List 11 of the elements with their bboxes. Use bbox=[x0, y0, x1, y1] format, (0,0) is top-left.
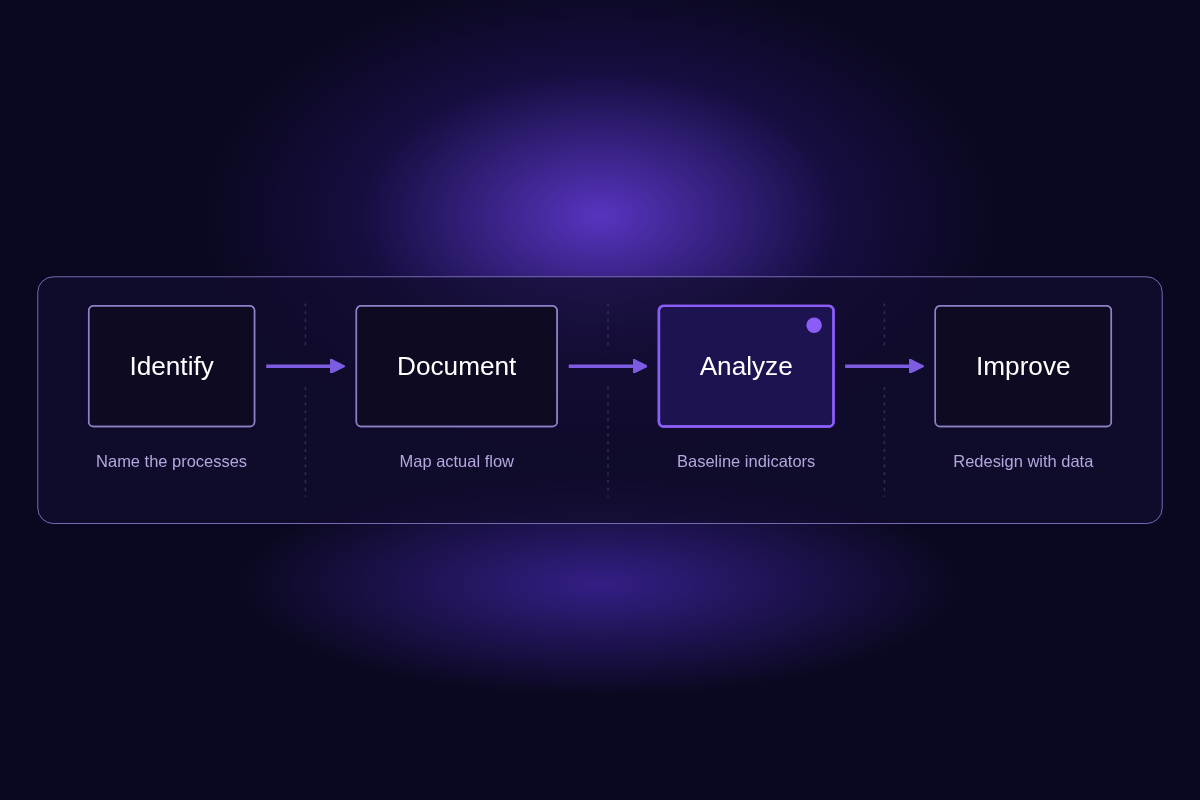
step-caption: Name the processes bbox=[96, 452, 248, 471]
step-caption: Baseline indicators bbox=[677, 452, 816, 471]
process-box: Improve bbox=[934, 304, 1113, 428]
process-box: Analyze bbox=[657, 304, 835, 428]
arrow bbox=[266, 358, 346, 375]
arrow bbox=[845, 358, 925, 375]
process-box: Document bbox=[355, 304, 558, 428]
process-box: Identify bbox=[87, 304, 256, 428]
step-caption: Map actual flow bbox=[399, 452, 514, 471]
step-caption: Redesign with data bbox=[953, 452, 1094, 471]
arrow bbox=[568, 358, 648, 375]
